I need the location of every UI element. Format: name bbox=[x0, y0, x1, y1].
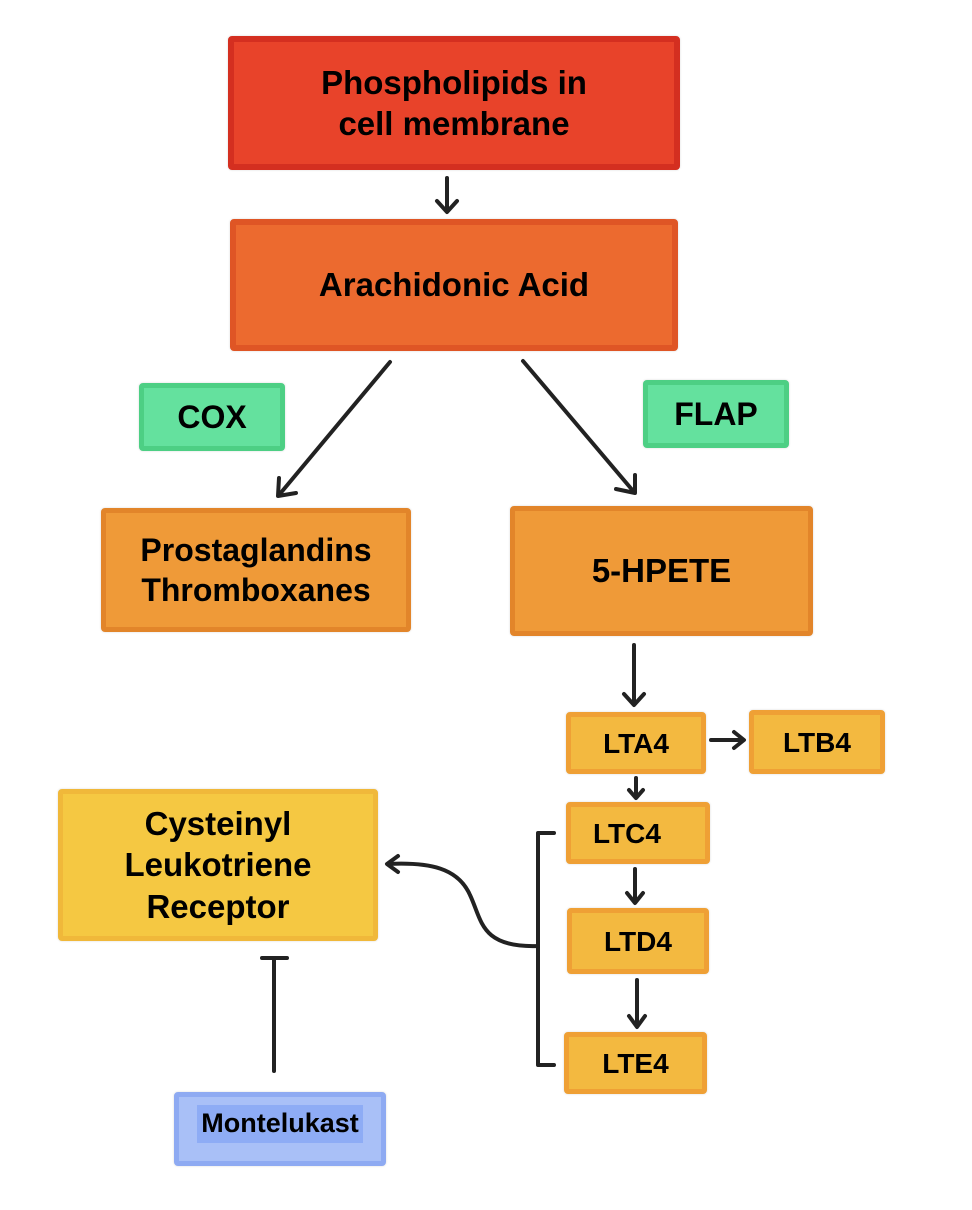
arrow-ltc4-to-ltd4 bbox=[625, 867, 645, 905]
node-ltd4: LTD4 bbox=[567, 908, 709, 974]
node-prostaglandins-line-1: Prostaglandins bbox=[140, 532, 372, 568]
node-montelukast-label: Montelukast bbox=[197, 1105, 363, 1143]
arrow-hpete-to-lta4 bbox=[622, 643, 646, 707]
arrow-leukotrienes-to-receptor bbox=[385, 854, 540, 949]
node-prostaglandins-thromboxanes: Prostaglandins Thromboxanes bbox=[101, 508, 411, 632]
node-phospholipids: Phospholipids in cell membrane bbox=[228, 36, 680, 170]
enzyme-flap-label: FLAP bbox=[674, 396, 758, 432]
node-lta4: LTA4 bbox=[566, 712, 706, 774]
node-ltb4-label: LTB4 bbox=[783, 726, 851, 758]
arrow-lta4-to-ltc4 bbox=[627, 776, 645, 800]
enzyme-cox: COX bbox=[139, 383, 285, 451]
bracket-cysteinyl-leukotrienes bbox=[536, 831, 556, 1067]
enzyme-flap: FLAP bbox=[643, 380, 789, 448]
node-lta4-label: LTA4 bbox=[603, 727, 669, 759]
arrow-lta4-to-ltb4 bbox=[709, 730, 746, 750]
node-receptor-line-1: Cysteinyl bbox=[144, 805, 292, 843]
arrow-phospholipids-to-arachidonic bbox=[435, 176, 459, 214]
node-ltc4: LTC4 bbox=[566, 802, 710, 864]
arrow-ltd4-to-lte4 bbox=[627, 978, 647, 1029]
node-arachidonic-acid: Arachidonic Acid bbox=[230, 219, 678, 351]
node-5-hpete-label: 5-HPETE bbox=[591, 552, 732, 590]
node-ltc4-label: LTC4 bbox=[593, 817, 661, 849]
node-lte4-label: LTE4 bbox=[602, 1047, 669, 1079]
node-prostaglandins-line-2: Thromboxanes bbox=[141, 572, 371, 608]
node-phospholipids-line-2: cell membrane bbox=[338, 105, 570, 142]
node-arachidonic-acid-label: Arachidonic Acid bbox=[318, 266, 590, 304]
node-receptor-line-2: Leukotriene bbox=[124, 846, 312, 884]
arrow-arachidonic-to-hpete bbox=[521, 359, 637, 495]
arrow-arachidonic-to-prostaglandins bbox=[276, 360, 392, 498]
enzyme-cox-label: COX bbox=[177, 399, 247, 435]
inhibition-montelukast-to-receptor bbox=[260, 956, 289, 1073]
node-cysteinyl-leukotriene-receptor: Cysteinyl Leukotriene Receptor bbox=[58, 789, 378, 941]
node-5-hpete: 5-HPETE bbox=[510, 506, 813, 636]
node-ltd4-label: LTD4 bbox=[604, 925, 672, 957]
node-receptor-line-3: Receptor bbox=[146, 887, 290, 925]
node-ltb4: LTB4 bbox=[749, 710, 885, 774]
node-montelukast: Montelukast bbox=[174, 1092, 386, 1166]
node-lte4: LTE4 bbox=[564, 1032, 707, 1094]
node-phospholipids-line-1: Phospholipids in bbox=[321, 63, 587, 101]
